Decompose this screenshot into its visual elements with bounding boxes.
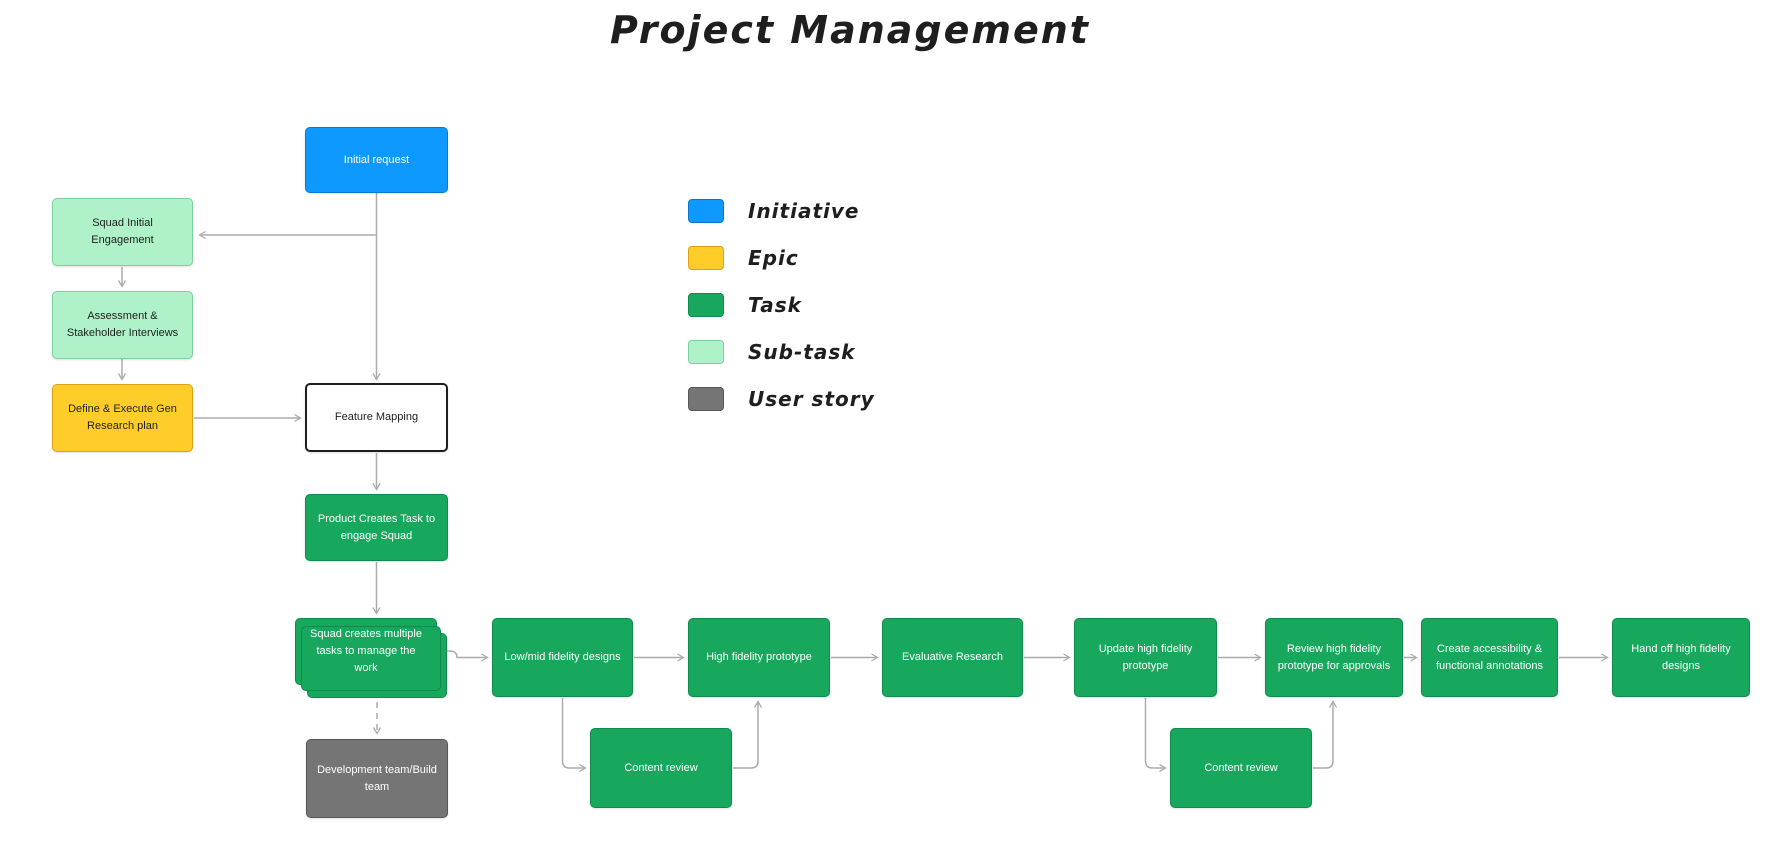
flow-node-assessment-stakeholder-interviews: Assessment & Stakeholder Interviews (52, 291, 193, 359)
flow-node-label: High fidelity prototype (706, 651, 812, 663)
flow-node-label: Hand off high fidelity designs (1631, 642, 1731, 672)
legend-item-sub-task: Sub-task (688, 340, 875, 364)
connector-lowmid-to-content-review-1 (561, 698, 587, 773)
connector-content-review-2-to-review (1313, 700, 1338, 769)
legend-swatch-user-story (688, 387, 724, 411)
flow-node-label: Evaluative Research (902, 651, 1003, 663)
flow-node-hand-off-high-fidelity-designs: Hand off high fidelity designs (1612, 618, 1750, 697)
legend: Initiative Epic Task Sub-task User story (688, 199, 875, 411)
flow-node-squad-initial-engagement: Squad Initial Engagement (52, 198, 193, 266)
page-title: Project Management (610, 8, 1090, 52)
flow-node-label: Squad creates multiple tasks to manage t… (310, 628, 422, 674)
flow-node-squad-creates-multiple-tasks: Squad creates multiple tasks to manage t… (295, 618, 447, 698)
legend-label: Task (748, 293, 802, 317)
flow-node-content-review-2: Content review (1170, 728, 1312, 808)
flow-node-label: Squad Initial Engagement (91, 217, 154, 246)
legend-swatch-task (688, 293, 724, 317)
flow-node-label: Feature Mapping (334, 411, 419, 423)
flow-node-review-high-fidelity-prototype: Review high fidelity prototype for appro… (1265, 618, 1403, 697)
flow-node-development-team: Development team/Build team (306, 739, 448, 818)
legend-item-user-story: User story (688, 387, 875, 411)
legend-label: Sub-task (748, 340, 856, 364)
connector-update-to-content-review-2 (1144, 698, 1167, 773)
legend-item-task: Task (688, 293, 875, 317)
legend-swatch-sub-task (688, 340, 724, 364)
flow-node-label: Product Creates Task to engage Squad (317, 512, 436, 542)
legend-swatch-initiative (688, 199, 724, 223)
flow-node-label: Create accessibility & functional annota… (1435, 642, 1544, 672)
legend-label: Epic (748, 246, 799, 270)
flow-node-label: Content review (1204, 761, 1278, 774)
flow-node-feature-mapping: Feature Mapping (305, 383, 448, 452)
connector-content-review-1-to-highfidelity (733, 700, 763, 769)
flow-node-label: Content review (624, 761, 698, 774)
flow-node-initial-request: Initial request (305, 127, 448, 193)
legend-label: User story (748, 387, 875, 411)
flow-node-product-creates-task: Product Creates Task to engage Squad (305, 494, 448, 561)
flow-node-content-review-1: Content review (590, 728, 732, 808)
flow-node-label: Low/mid fidelity designs (504, 651, 621, 663)
flow-node-evaluative-research: Evaluative Research (882, 618, 1023, 697)
legend-item-epic: Epic (688, 246, 875, 270)
flow-node-label: Development team/Build team (317, 763, 437, 793)
flow-node-label: Review high fidelity prototype for appro… (1277, 642, 1391, 672)
flow-node-define-execute-gen-research-plan: Define & Execute Gen Research plan (52, 384, 193, 452)
flow-node-label: Initial request (343, 153, 410, 166)
legend-swatch-epic (688, 246, 724, 270)
legend-label: Initiative (748, 199, 860, 223)
flow-node-create-accessibility-annotations: Create accessibility & functional annota… (1421, 618, 1558, 697)
flow-node-low-mid-fidelity-designs: Low/mid fidelity designs (492, 618, 633, 697)
legend-item-initiative: Initiative (688, 199, 875, 223)
flow-node-update-high-fidelity-prototype: Update high fidelity prototype (1074, 618, 1217, 697)
flow-node-label: Define & Execute Gen Research plan (68, 403, 177, 432)
flow-node-label: Update high fidelity prototype (1098, 642, 1193, 672)
flow-node-label: Assessment & Stakeholder Interviews (66, 310, 179, 339)
flow-node-high-fidelity-prototype: High fidelity prototype (688, 618, 830, 697)
